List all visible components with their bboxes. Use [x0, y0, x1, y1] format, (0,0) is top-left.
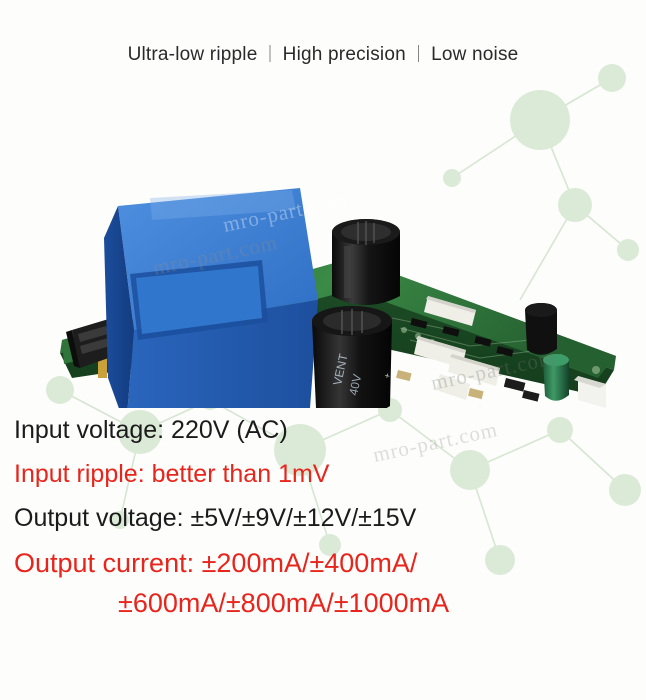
svg-text:-: -: [478, 400, 483, 408]
product-photo: VENT 40V: [60, 188, 616, 408]
spec-output-current-continued: ±600mA/±800mA/±1000mA: [118, 588, 450, 618]
svg-text:VENT: VENT: [330, 352, 350, 387]
svg-text:40V: 40V: [346, 373, 364, 397]
specification-list: Input voltage: 220V (AC) Input ripple: b…: [0, 418, 646, 636]
svg-text:+: +: [384, 370, 392, 381]
headline-banner: Ultra-low ripple｜High precision｜Low nois…: [0, 40, 646, 66]
headline-feature-1: Ultra-low ripple: [127, 44, 258, 65]
headline-separator-1: ｜: [261, 45, 279, 64]
headline-feature-3: Low noise: [431, 44, 519, 65]
spec-output-voltage: Output voltage: ±5V/±9V/±12V/±15V: [14, 504, 417, 532]
spec-input-ripple: Input ripple: better than 1mV: [14, 460, 330, 488]
headline-feature-2: High precision: [282, 44, 406, 65]
spec-input-voltage: Input voltage: 220V (AC): [14, 416, 288, 444]
spec-output-current: Output current: ±200mA/±400mA/: [14, 548, 418, 578]
headline-separator-2: ｜: [409, 45, 428, 64]
